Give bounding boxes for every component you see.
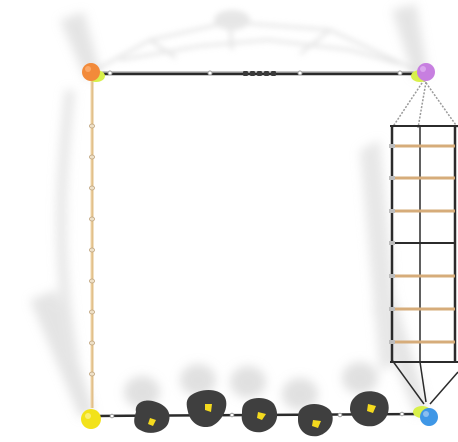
top-rope-shadow-web xyxy=(91,10,421,74)
bottom-left-post xyxy=(81,409,101,429)
post-shadow-top-left xyxy=(60,12,100,80)
stone-shadow-2 xyxy=(180,364,216,396)
post-shadow-top-right xyxy=(392,4,428,78)
top-rope-clamps xyxy=(243,71,276,76)
stone-grip-dot xyxy=(312,420,321,428)
top-rope-rings xyxy=(107,70,403,76)
top-right-post xyxy=(411,63,435,82)
stone-shadow-5 xyxy=(342,362,378,394)
top-rope-bridge xyxy=(96,70,424,76)
ladder-bottom-ropes xyxy=(391,359,458,405)
stepping-stone-bridge xyxy=(95,390,425,437)
ladder-top-chains xyxy=(391,79,458,129)
ladder-rungs xyxy=(393,144,455,344)
ground-shadows xyxy=(30,4,428,418)
hemp-rope-knots xyxy=(89,123,95,377)
stone-grip-dot xyxy=(367,404,376,413)
stone-shadow-1 xyxy=(124,376,160,408)
stepping-stone-1 xyxy=(134,400,170,433)
top-left-post xyxy=(82,63,105,82)
bottom-right-post xyxy=(413,406,438,426)
stone-grip-dot xyxy=(257,412,266,420)
stone-shadow-4 xyxy=(282,378,318,410)
stone-shadow-3 xyxy=(230,366,266,398)
ladder-clips xyxy=(389,144,395,344)
stone-grip-dot xyxy=(148,418,156,426)
stepping-stone-2 xyxy=(186,390,227,428)
stepping-stone-3 xyxy=(241,398,278,433)
stepping-stone-4 xyxy=(298,404,333,437)
hemp-rope-shadow xyxy=(56,89,79,361)
rope-ladder xyxy=(389,125,458,363)
ladder-shadow xyxy=(360,140,400,372)
post-shadow-bottom-left xyxy=(30,290,94,418)
hemp-climbing-rope xyxy=(89,80,95,408)
stepping-stone-5 xyxy=(350,391,389,427)
stone-grip-dot xyxy=(205,404,212,412)
bottom-rope-rings xyxy=(109,411,405,419)
